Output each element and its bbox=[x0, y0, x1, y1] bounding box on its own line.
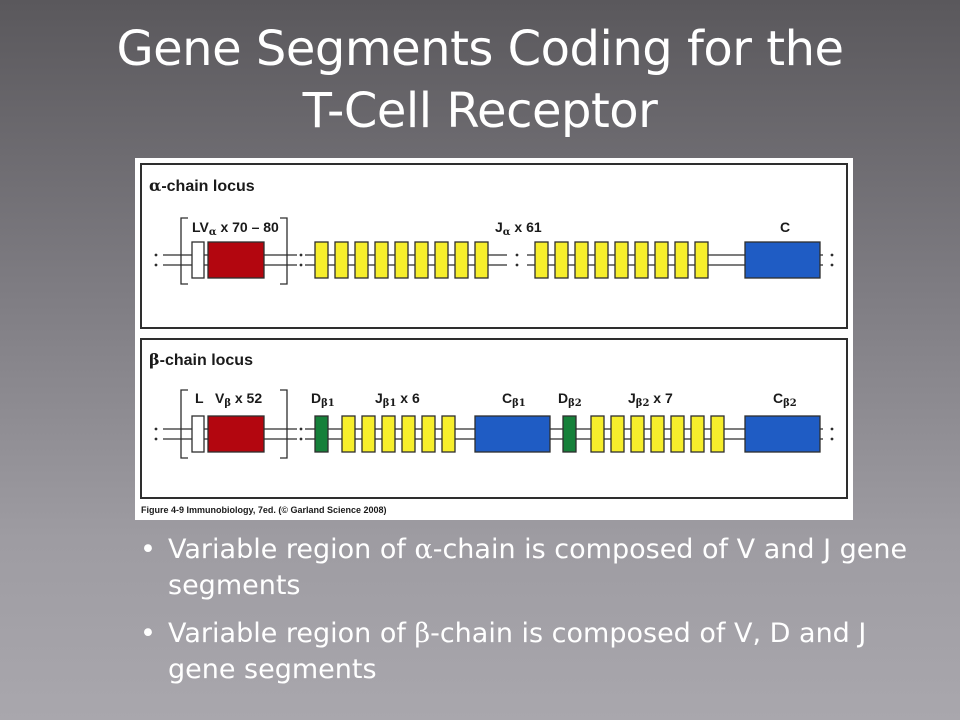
title-line-2: T-Cell Receptor bbox=[302, 83, 658, 139]
title-line-1: Gene Segments Coding for the bbox=[116, 21, 844, 77]
alpha-v-segment bbox=[207, 241, 265, 279]
alpha-symbol: α bbox=[414, 534, 433, 565]
bullet-beta-text-end: -chain is composed of V, D and J gene se… bbox=[168, 618, 867, 685]
beta-chain-heading: β-chain locus bbox=[149, 350, 253, 369]
d-beta2-label: Dβ2 bbox=[558, 390, 582, 409]
bullet-alpha-text-end: -chain is composed of V and J gene segme… bbox=[168, 534, 908, 601]
d-beta1-label: Dβ1 bbox=[311, 390, 335, 409]
beta-j1-segments bbox=[341, 415, 456, 453]
beta-d1-segment bbox=[314, 415, 329, 453]
alpha-v-bracket-left bbox=[180, 217, 188, 285]
slide-title: Gene Segments Coding for the T-Cell Rece… bbox=[0, 18, 960, 142]
bullet-list: • Variable region of α-chain is composed… bbox=[138, 532, 928, 700]
c-alpha-label: C bbox=[780, 219, 790, 235]
l-beta-label: L bbox=[195, 390, 204, 406]
beta-v-bracket-right bbox=[280, 389, 288, 459]
c-beta2-label: Cβ2 bbox=[773, 390, 797, 409]
lv-alpha-label: LVα x 70 – 80 bbox=[192, 219, 279, 238]
beta-d2-segment bbox=[562, 415, 577, 453]
bullet-beta: • Variable region of β-chain is composed… bbox=[138, 616, 928, 688]
beta-j2-segments bbox=[590, 415, 725, 453]
bullet-dot: • bbox=[140, 618, 156, 649]
beta-locus bbox=[154, 389, 834, 459]
bullet-beta-text-start: Variable region of bbox=[168, 618, 415, 649]
j-beta2-label: Jβ2 x 7 bbox=[628, 390, 673, 409]
alpha-v-bracket-right bbox=[280, 217, 288, 285]
c-beta1-label: Cβ1 bbox=[502, 390, 526, 409]
beta-c2-segment bbox=[744, 415, 821, 453]
figure-caption: Figure 4-9 Immunobiology, 7ed. (© Garlan… bbox=[141, 505, 387, 515]
beta-v-segment bbox=[207, 415, 265, 453]
bullet-alpha: • Variable region of α-chain is composed… bbox=[138, 532, 928, 604]
alpha-c-segment bbox=[744, 241, 821, 279]
j-alpha-label: Jα x 61 bbox=[495, 219, 542, 238]
alpha-j-segments bbox=[314, 241, 709, 279]
gene-locus-diagram: α-chain locus LVα x 70 – 80 Jα x 61 C β-… bbox=[140, 163, 848, 515]
bullet-dot: • bbox=[140, 534, 156, 565]
alpha-chain-heading: α-chain locus bbox=[149, 176, 255, 195]
beta-c1-segment bbox=[474, 415, 551, 453]
alpha-leader-segment bbox=[191, 241, 205, 279]
gene-locus-figure: α-chain locus LVα x 70 – 80 Jα x 61 C β-… bbox=[135, 158, 853, 520]
j-beta1-label: Jβ1 x 6 bbox=[375, 390, 420, 409]
v-beta-label: Vβ x 52 bbox=[215, 390, 262, 409]
bullet-alpha-text-start: Variable region of bbox=[168, 534, 415, 565]
beta-symbol: β bbox=[414, 618, 431, 649]
beta-v-bracket-left bbox=[180, 389, 188, 459]
alpha-locus bbox=[154, 217, 834, 285]
beta-leader-segment bbox=[191, 415, 205, 453]
